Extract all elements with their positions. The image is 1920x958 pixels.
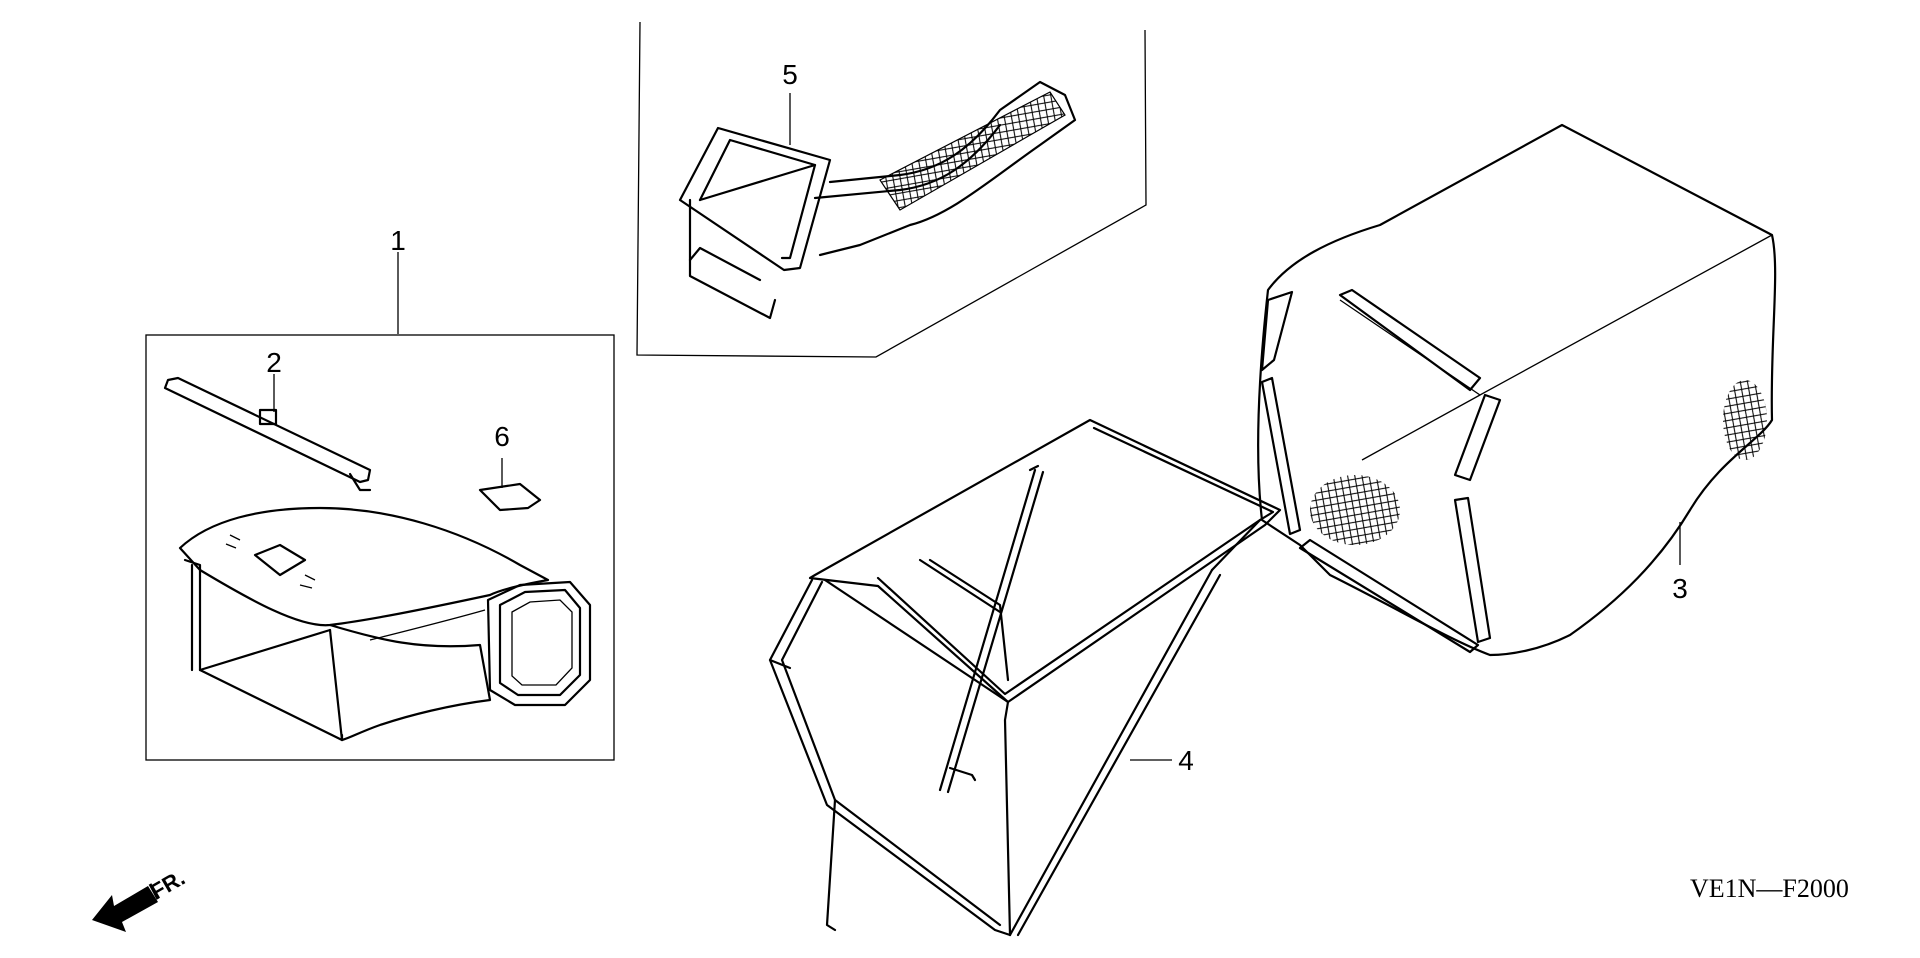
callout-2: 2 [266, 347, 282, 378]
part-2-cover-plate [163, 376, 372, 492]
callout-6: 6 [494, 421, 510, 452]
callout-leaders [273, 93, 1681, 761]
part-4-wire-frame [768, 418, 1282, 937]
callout-1: 1 [390, 225, 406, 256]
part-5-deflector [678, 80, 1077, 320]
part-1-grass-chute [178, 506, 592, 742]
callout-4: 4 [1178, 745, 1194, 776]
callout-5: 5 [782, 59, 798, 90]
chute-assembly-box [145, 334, 615, 761]
part-3-grass-bag [1257, 123, 1777, 657]
callout-3: 3 [1672, 573, 1688, 604]
front-direction-arrow: FR. [92, 865, 189, 932]
part-5-inset-frame [636, 21, 1147, 358]
part-6-clip [478, 482, 542, 512]
drawing-code: VE1N—F2000 [1690, 874, 1849, 903]
